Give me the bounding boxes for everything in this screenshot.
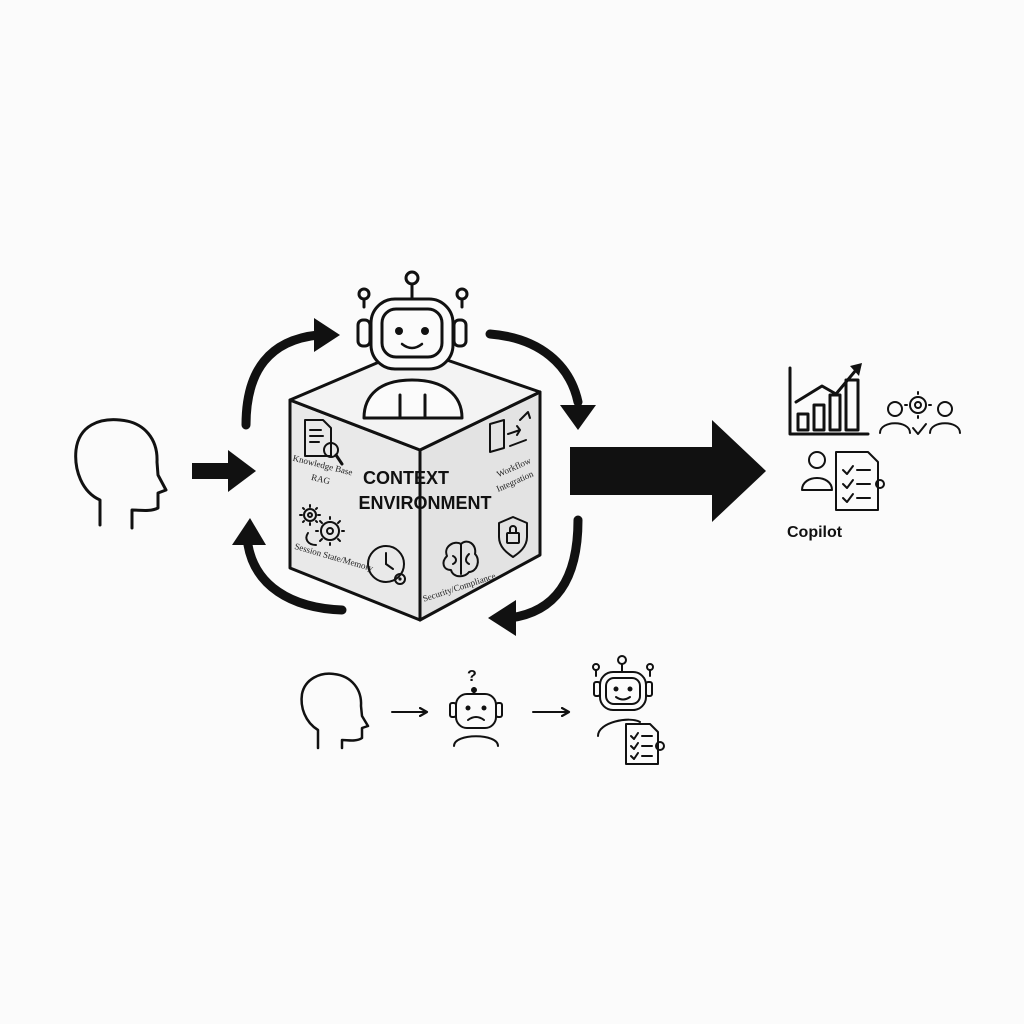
input-arrow (192, 450, 256, 492)
robot-icon (356, 270, 469, 420)
brain-icon (442, 540, 479, 578)
shield-lock-icon (498, 516, 528, 558)
cube-title-line1: CONTEXT (363, 468, 449, 488)
cycle-arrow-top-right (485, 329, 583, 407)
cycle-arrow-bottom-right-head (488, 600, 516, 636)
cycle-arrow-bottom-left (243, 540, 347, 615)
clock-icon (367, 545, 406, 585)
cycle-arrow-bottom-left-head (232, 518, 266, 545)
bottom-user-head-icon (300, 672, 370, 750)
session-memory-gears-icon (299, 504, 345, 546)
happy-robot-with-document-icon (592, 655, 665, 765)
cube-title-line2: ENVIRONMENT (358, 493, 491, 513)
people-checklist-icon (801, 451, 885, 511)
cycle-arrow-bottom-right (505, 515, 583, 623)
copilot-label: Copilot (787, 524, 843, 541)
output-arrow (570, 420, 766, 522)
knowledge-base-icon (304, 419, 344, 466)
growth-chart-icon (788, 363, 870, 436)
user-head-icon (74, 418, 168, 530)
knowledge-base-label-line2: RAG (310, 472, 331, 486)
cycle-arrow-top-right-head (560, 405, 596, 430)
team-gears-icon (879, 391, 961, 435)
cycle-arrow-top-left (241, 330, 323, 430)
cycle-arrows (232, 318, 596, 636)
question-mark: ? (467, 668, 477, 685)
confused-robot-icon: ? (449, 668, 503, 747)
cycle-arrow-top-left-head (314, 318, 340, 352)
workflow-icon (489, 411, 531, 453)
